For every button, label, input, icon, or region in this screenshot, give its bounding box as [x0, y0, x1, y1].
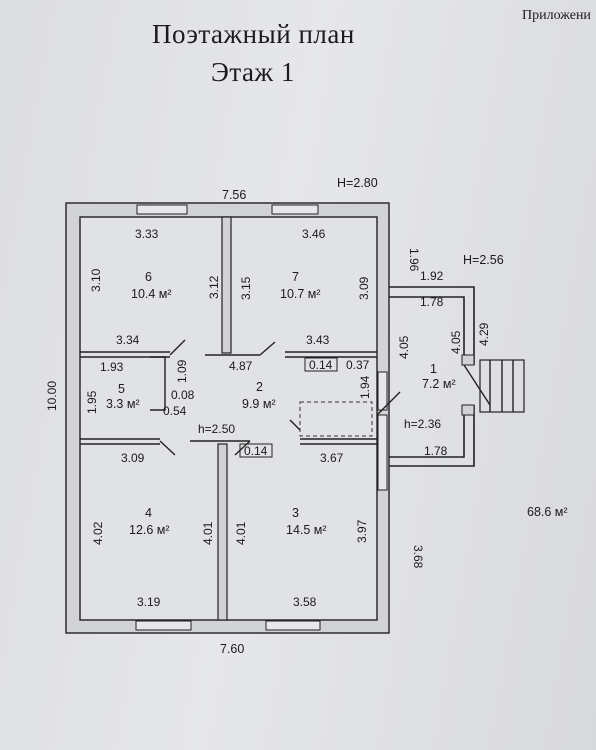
room-7-area: 10.7 м² — [280, 287, 321, 301]
room-2-top: 4.87 — [229, 359, 253, 373]
room-2-number: 2 — [256, 380, 263, 394]
room-2-right: 1.94 — [358, 375, 372, 399]
dim-top: 7.56 — [222, 188, 246, 202]
room-1-bottom: 1.78 — [424, 444, 448, 458]
room-4-area: 12.6 м² — [129, 523, 170, 537]
room-7-top: 3.46 — [302, 227, 326, 241]
room-4-right: 4.01 — [201, 521, 215, 545]
room-4-top: 3.09 — [121, 451, 145, 465]
room-5-right: 1.09 — [175, 359, 189, 383]
room-4-left: 4.02 — [91, 521, 105, 545]
room-2-area: 9.9 м² — [242, 397, 276, 411]
room-1-number: 1 — [430, 362, 437, 376]
room-2-dim-b: 0.37 — [346, 358, 370, 372]
room-4-number: 4 — [145, 506, 152, 520]
height-main: H=2.80 — [337, 176, 378, 190]
room-4-bottom: 3.19 — [137, 595, 161, 609]
room-1-top-inner: 1.78 — [420, 295, 444, 309]
room-5-dim-a: 0.08 — [171, 388, 195, 402]
room-1-right-inner: 4.05 — [449, 330, 463, 354]
room-6-bottom: 3.34 — [116, 333, 140, 347]
room-6-top: 3.33 — [135, 227, 159, 241]
appendix-label: Приложени — [522, 8, 591, 23]
room-5-top: 1.93 — [100, 360, 124, 374]
dim-bottom: 7.60 — [220, 642, 244, 656]
plan-title: Поэтажный план — [152, 19, 355, 49]
height-room2: h=2.50 — [198, 422, 235, 436]
room-3-left: 4.01 — [234, 521, 248, 545]
room-7-bottom: 3.43 — [306, 333, 330, 347]
room-3-number: 3 — [292, 506, 299, 520]
porch-walls — [389, 286, 525, 467]
height-porch: H=2.56 — [463, 253, 504, 267]
dim-left: 10.00 — [45, 381, 59, 411]
interior-walls — [80, 216, 401, 621]
room-6-right: 3.12 — [207, 275, 221, 299]
room-5-area: 3.3 м² — [106, 397, 140, 411]
total-area: 68.6 м² — [527, 505, 568, 519]
room-7-left: 3.15 — [239, 276, 253, 300]
room-3-bottom: 3.58 — [293, 595, 317, 609]
room-1-top-outer: 1.92 — [420, 269, 444, 283]
room-2-dim-a: 0.14 — [309, 358, 333, 372]
room-7-number: 7 — [292, 270, 299, 284]
room-6-number: 6 — [145, 270, 152, 284]
dim-right-lower: 3.68 — [411, 545, 425, 569]
floor-title: Этаж 1 — [211, 57, 295, 87]
room-6-left: 3.10 — [89, 268, 103, 292]
room-3-area: 14.5 м² — [286, 523, 327, 537]
room-3-top: 3.67 — [320, 451, 344, 465]
room-2-dim-c: 0.14 — [244, 444, 268, 458]
room-6-area: 10.4 м² — [131, 287, 172, 301]
room-5-left: 1.95 — [85, 390, 99, 414]
room-5-dim-b: 0.54 — [163, 404, 187, 418]
room-3-right: 3.97 — [355, 519, 369, 543]
room-1-area: 7.2 м² — [422, 377, 456, 391]
room-7-right: 3.09 — [357, 276, 371, 300]
room-1-left: 4.05 — [397, 335, 411, 359]
height-room1: h=2.36 — [404, 417, 441, 431]
dim-right-upper: 1.96 — [407, 248, 421, 272]
room-1-right-outer: 4.29 — [477, 322, 491, 346]
room-5-number: 5 — [118, 382, 125, 396]
